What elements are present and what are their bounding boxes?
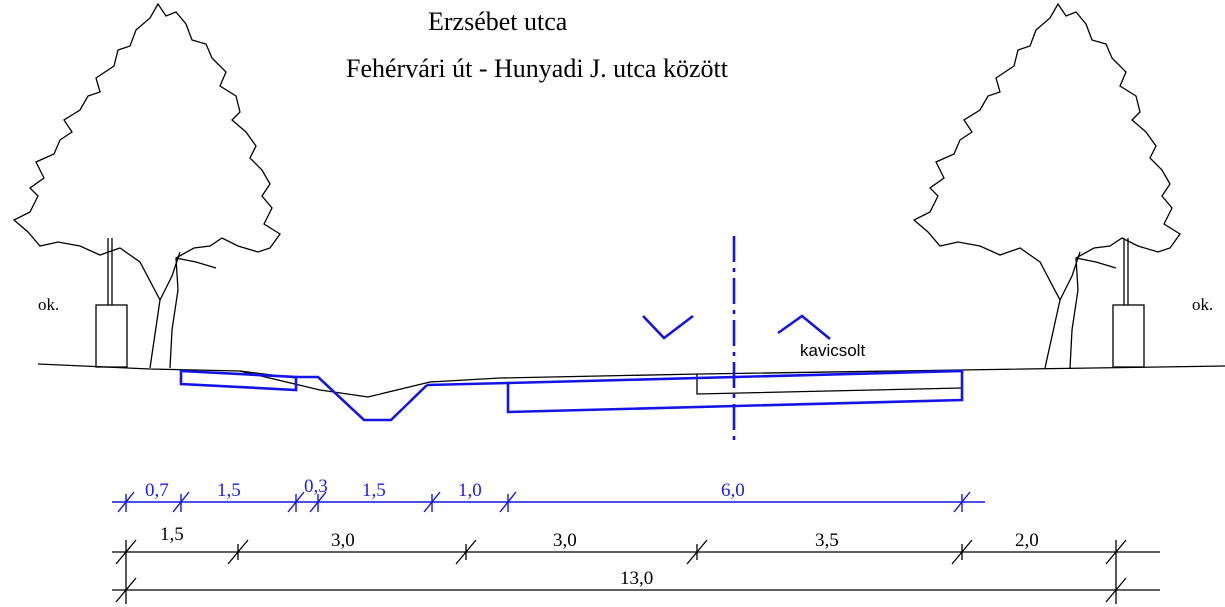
- dim-blue-5: 1,0: [458, 480, 482, 501]
- dim-blue-2: 1,5: [217, 480, 241, 501]
- existing-pavement: [696, 374, 963, 395]
- dim-total: 13,0: [620, 568, 653, 589]
- right-cabinet: [1112, 304, 1145, 368]
- dim-blue-3: 0,3: [304, 476, 328, 497]
- right-ok-label: ok.: [1192, 295, 1213, 314]
- left-cabinet: [95, 304, 128, 368]
- right-tree-icon: [912, 2, 1181, 369]
- design-carriageway: [506, 369, 964, 414]
- title-street-name: Erzsébet utca: [428, 7, 568, 36]
- left-tree-icon: [12, 2, 281, 369]
- dim-black-1: 1,5: [160, 524, 184, 545]
- slope-marker-left: [642, 314, 694, 340]
- dim-blue-4: 1,5: [362, 480, 386, 501]
- black-dimension-row: 1,5 3,0 3,0 3,5 2,0: [112, 524, 1160, 604]
- left-ok-label: ok.: [38, 295, 59, 314]
- dim-black-5: 2,0: [1015, 530, 1039, 551]
- dim-black-2: 3,0: [331, 530, 355, 551]
- dim-black-4: 3,5: [815, 530, 839, 551]
- surface-label: kavicsolt: [800, 341, 865, 360]
- dim-blue-1: 0,7: [145, 480, 169, 501]
- title-section-range: Fehérvári út - Hunyadi J. utca között: [346, 54, 729, 83]
- slope-marker-right: [777, 314, 831, 341]
- total-dimension-row: 13,0: [112, 568, 1160, 603]
- blue-dimension-row: 0,7 1,5 0,3 1,5 1,0 6,0: [112, 476, 985, 513]
- dim-black-3: 3,0: [553, 530, 577, 551]
- design-sidewalk: [179, 369, 298, 392]
- existing-ground-line: [37, 363, 1225, 398]
- dim-blue-6: 6,0: [721, 480, 745, 501]
- design-ditch: [296, 375, 428, 422]
